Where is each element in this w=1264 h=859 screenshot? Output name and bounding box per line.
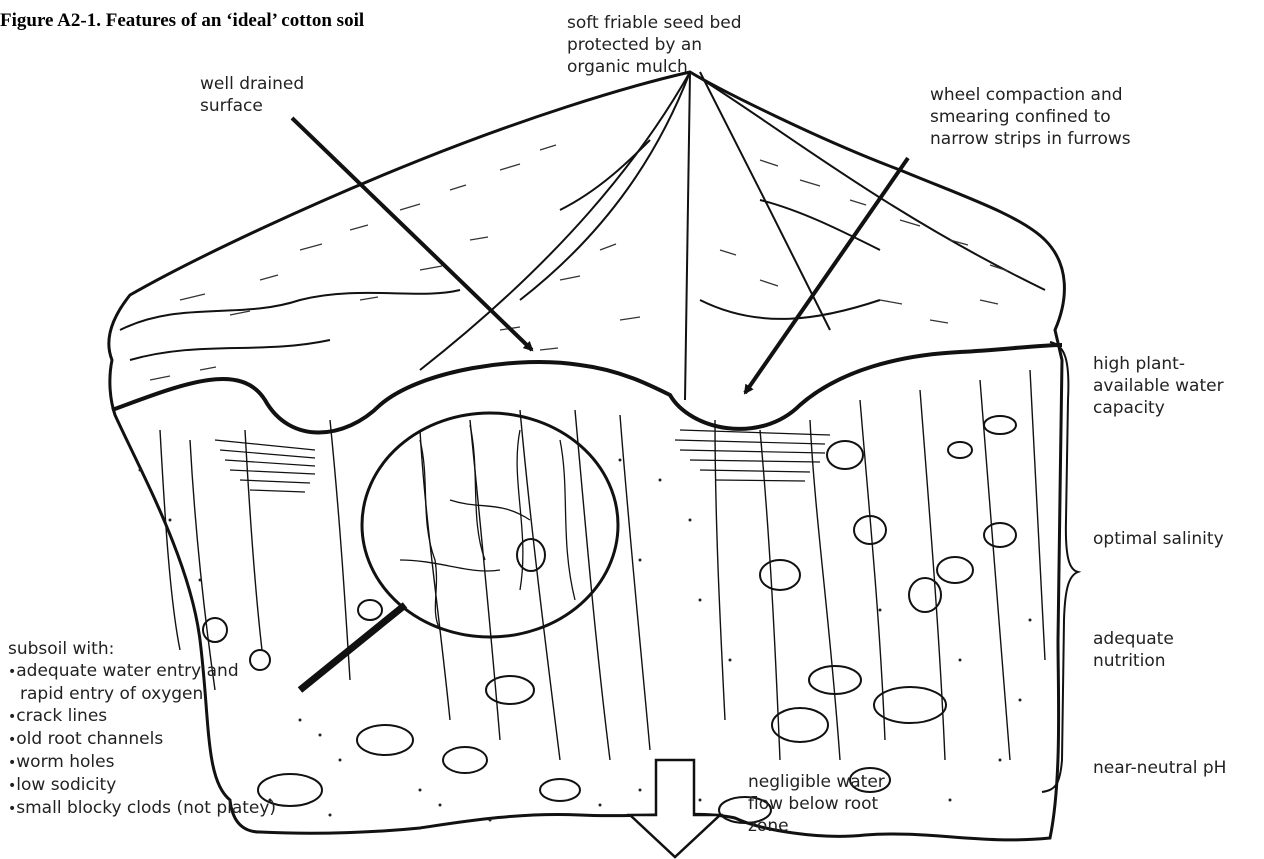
label-line: high plant- <box>1093 353 1224 375</box>
label-line: zone <box>748 815 885 837</box>
soil-clods <box>203 416 1016 823</box>
list-item-continuation: rapid entry of oxygen <box>8 683 276 705</box>
label-line: capacity <box>1093 397 1224 419</box>
label-line: negligible water <box>748 771 885 793</box>
list-item: •worm holes <box>8 751 276 774</box>
list-item: •small blocky clods (not platey) <box>8 797 276 820</box>
surface-texture <box>150 145 1008 380</box>
label-well-drained: well drained surface <box>200 73 304 117</box>
label-line: available water <box>1093 375 1224 397</box>
label-line: organic mulch <box>567 56 742 78</box>
label-water-capacity: high plant- available water capacity <box>1093 353 1224 419</box>
label-water-flow: negligible water flow below root zone <box>748 771 885 837</box>
label-line: near-neutral pH <box>1093 757 1226 779</box>
list-item-text: worm holes <box>16 752 114 772</box>
list-item: •adequate water entry and <box>8 660 276 683</box>
crust-interface <box>112 345 1062 433</box>
label-wheel-compaction: wheel compaction and smearing confined t… <box>930 84 1131 150</box>
magnified-clod <box>517 539 545 571</box>
list-item-text: crack lines <box>16 706 107 726</box>
down-arrow-icon <box>630 760 720 857</box>
list-item: •crack lines <box>8 705 276 728</box>
subsoil-list-block: subsoil with: •adequate water entry and … <box>8 638 276 820</box>
label-line: nutrition <box>1093 650 1174 672</box>
subsoil-heading: subsoil with: <box>8 638 276 660</box>
list-item-text: rapid entry of oxygen <box>20 684 203 704</box>
wheel-arrow <box>745 158 908 393</box>
figure-title: Figure A2-1. Features of an ‘ideal’ cott… <box>0 10 364 32</box>
list-item-text: low sodicity <box>16 775 116 795</box>
label-nutrition: adequate nutrition <box>1093 628 1174 672</box>
list-item-text: old root channels <box>16 729 163 749</box>
label-line: wheel compaction and <box>930 84 1131 106</box>
label-line: protected by an <box>567 34 742 56</box>
subsoil-list: •adequate water entry and rapid entry of… <box>8 660 276 820</box>
label-line: soft friable seed bed <box>567 12 742 34</box>
label-line: optimal salinity <box>1093 528 1224 550</box>
label-line: well drained <box>200 73 304 95</box>
list-item-text: adequate water entry and <box>16 661 238 681</box>
label-line: adequate <box>1093 628 1174 650</box>
surface-ridges <box>120 72 1045 400</box>
drained-arrow <box>292 118 532 350</box>
list-item: •old root channels <box>8 728 276 751</box>
label-line: surface <box>200 95 304 117</box>
label-line: flow below root <box>748 793 885 815</box>
label-seed-bed: soft friable seed bed protected by an or… <box>567 12 742 78</box>
magnifier-circle <box>362 413 618 637</box>
list-item-text: small blocky clods (not platey) <box>16 798 276 818</box>
label-ph: near-neutral pH <box>1093 757 1226 779</box>
list-item: •low sodicity <box>8 774 276 797</box>
label-line: smearing confined to <box>930 106 1131 128</box>
label-salinity: optimal salinity <box>1093 528 1224 550</box>
label-line: narrow strips in furrows <box>930 128 1131 150</box>
magnifier-handle <box>300 605 405 690</box>
